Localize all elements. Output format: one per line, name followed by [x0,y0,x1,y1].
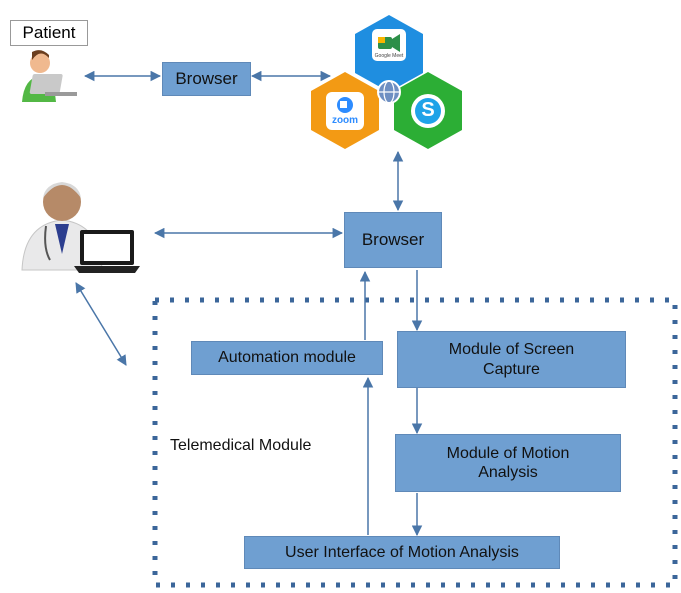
zoom-hexagon [311,72,379,149]
ui-motion-analysis-box: User Interface of Motion Analysis [244,536,560,569]
browser-box-top: Browser [162,62,251,96]
browser-box-main: Browser [344,212,442,268]
screen-capture-box: Module of Screen Capture [397,331,626,388]
motion-analysis-label-1: Module of Motion [446,444,570,462]
telemedical-module-boundary [152,297,678,588]
skype-hexagon [394,72,462,149]
telemedical-module-label: Telemedical Module [170,437,312,454]
google-meet-text: Google Meet [374,53,404,59]
motion-analysis-label-2: Analysis [478,464,538,481]
browser-box-top-label: Browser [175,68,238,88]
screen-capture-label-2: Capture [483,360,540,378]
google-meet-hexagon [355,15,423,92]
arrow-doctor-telemedical [75,282,127,366]
skype-letter: S [421,99,435,121]
laptop-icon [74,230,140,273]
patient-icon [22,50,77,102]
patient-label: Patient [10,20,88,46]
globe-icon [377,80,401,104]
zoom-text: zoom [331,115,359,126]
browser-box-main-label: Browser [361,229,425,249]
motion-analysis-box: Module of Motion Analysis [395,434,621,492]
ui-motion-analysis-label: User Interface of Motion Analysis [285,543,519,561]
automation-module-box: Automation module [191,341,383,375]
automation-module-label: Automation module [218,349,356,367]
screen-capture-label-1: Module of Screen [448,341,575,359]
